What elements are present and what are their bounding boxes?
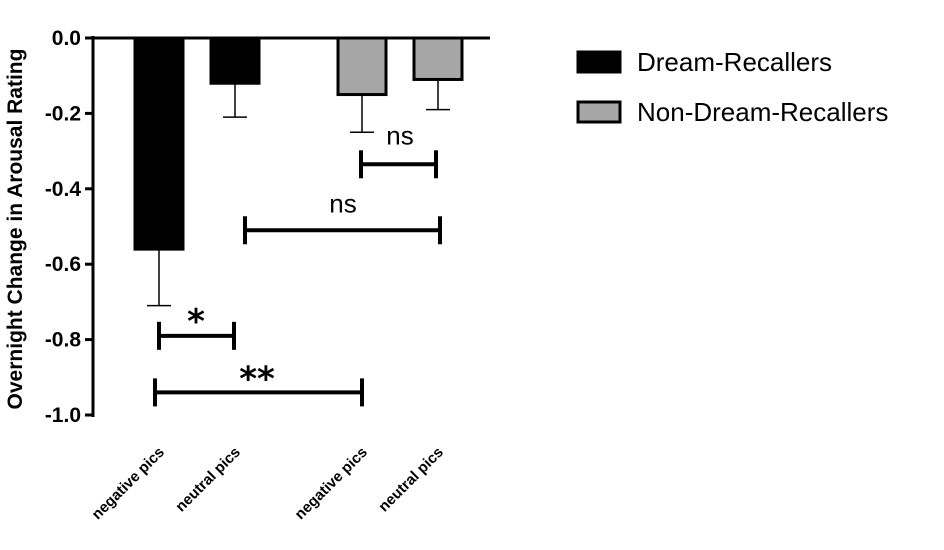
y-tick-label: -0.6 xyxy=(45,253,81,276)
y-tick-label: -0.8 xyxy=(45,329,82,352)
bar xyxy=(133,36,185,251)
x-tick-label: negative pics xyxy=(292,444,371,523)
significance-label: ** xyxy=(239,359,275,399)
legend-label: Non-Dream-Recallers xyxy=(637,97,888,127)
bar xyxy=(209,36,261,85)
y-tick-label: -0.4 xyxy=(45,178,82,201)
significance-label: ns xyxy=(386,120,413,150)
y-axis-label: Overnight Change in Arousal Rating xyxy=(4,49,27,410)
bar xyxy=(412,36,464,81)
bars xyxy=(133,36,464,251)
bar xyxy=(336,36,388,97)
legend-label: Dream-Recallers xyxy=(637,47,832,77)
y-tick-label: -1.0 xyxy=(45,404,81,427)
y-ticks: 0.0 -0.2 -0.4 -0.6 -0.8 -1.0 xyxy=(45,27,93,427)
error-bars xyxy=(147,79,450,307)
legend-swatch xyxy=(576,100,622,124)
y-tick-label: 0.0 xyxy=(52,27,81,50)
x-tick-label: negative pics xyxy=(89,444,168,523)
y-tick-label: -0.2 xyxy=(45,102,81,125)
significance-label: * xyxy=(187,302,205,342)
x-tick-label: neutral pics xyxy=(172,444,244,516)
legend-swatch xyxy=(576,50,622,74)
significance-label: ns xyxy=(329,188,356,218)
x-tick-label: neutral pics xyxy=(375,444,447,516)
